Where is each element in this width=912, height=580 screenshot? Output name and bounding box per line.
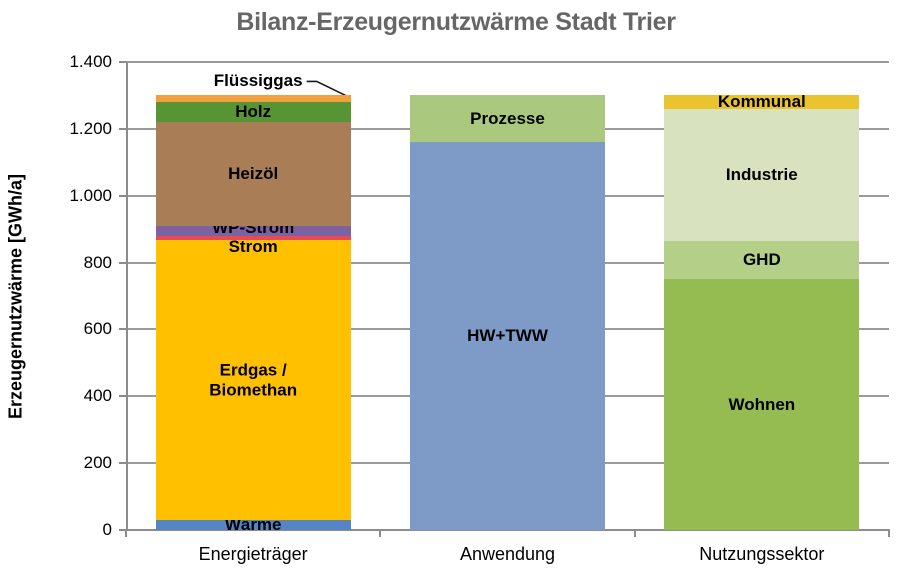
category-label: Anwendung: [459, 544, 556, 564]
segment-label: Strom: [228, 237, 278, 257]
x-axis-line: [126, 529, 890, 531]
y-tick-label: 1.000: [69, 185, 112, 205]
y-tick-mark: [119, 462, 126, 465]
segment-label-outside: Flüssiggas: [213, 71, 303, 91]
segment-label: Industrie: [725, 165, 798, 185]
grid-line: [126, 61, 889, 63]
segment-label: Prozesse: [470, 109, 545, 129]
bar-segment: [155, 95, 351, 103]
segment-label: Holz: [235, 102, 272, 122]
bar-segment: [155, 102, 351, 123]
segment-label: Heizöl: [228, 164, 279, 184]
x-tick-mark: [379, 529, 382, 537]
bar-segment: [664, 95, 860, 109]
bar-segment: [155, 240, 351, 520]
segment-label: Kommunal: [717, 92, 806, 112]
x-tick-mark: [633, 529, 636, 537]
y-tick-label: 800: [83, 252, 112, 272]
y-axis-title: Erzeugernutzwärme [GWh/a]: [5, 173, 26, 419]
x-tick-mark: [125, 529, 127, 537]
segment-label: HW+TWW: [467, 326, 548, 346]
bar-segment: [155, 519, 351, 530]
y-tick-label: 1.400: [69, 52, 112, 71]
x-tick-mark: [888, 529, 890, 537]
y-tick-mark: [119, 529, 126, 531]
bar-segment: [410, 95, 605, 143]
bar-segment: [664, 240, 860, 280]
segment-label: GHD: [742, 250, 781, 270]
y-tick-mark: [119, 328, 126, 331]
segment-label: Erdgas / Biomethan: [209, 360, 298, 400]
bar-segment: [664, 108, 860, 241]
y-tick-mark: [119, 61, 126, 63]
y-tick-label: 200: [83, 453, 112, 473]
segment-label: Wohnen: [728, 394, 796, 414]
y-tick-mark: [119, 395, 126, 398]
bar-segment: [664, 279, 860, 530]
y-tick-mark: [119, 194, 126, 197]
category-label: Energieträger: [198, 544, 308, 564]
y-tick-label: 600: [83, 319, 112, 339]
y-tick-mark: [119, 261, 126, 264]
y-tick-label: 0: [102, 520, 112, 539]
bar-segment: [155, 236, 351, 241]
y-axis-line: [126, 62, 128, 530]
bar-segment: [410, 142, 605, 530]
y-tick-label: 1.200: [69, 118, 112, 138]
y-tick-mark: [119, 127, 126, 130]
bar-segment: [155, 122, 351, 227]
bar-segment: [155, 226, 351, 237]
y-tick-label: 400: [83, 386, 112, 406]
chart-title: Bilanz-Erzeugernutzwärme Stadt Trier: [236, 8, 676, 36]
category-label: Nutzungssektor: [699, 544, 825, 564]
